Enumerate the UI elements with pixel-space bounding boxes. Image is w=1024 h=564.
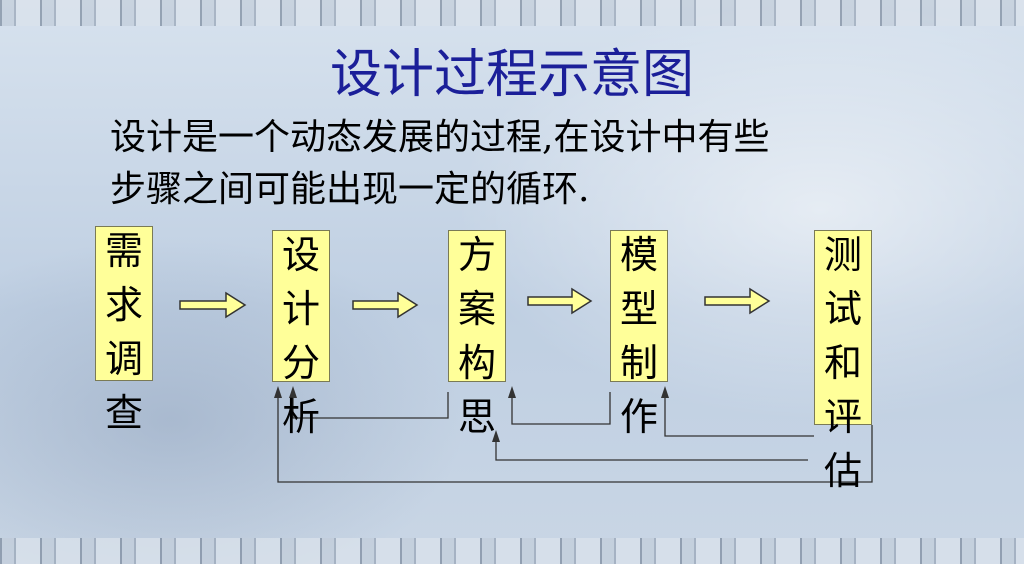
- step-box-test-evaluate: [814, 230, 872, 425]
- loop-model-to-concept: [511, 392, 611, 425]
- slide-paragraph: 设计是一个动态发展的过程,在设计中有些 步骤之间可能出现一定的循环.: [110, 112, 970, 216]
- top-decorative-band: [0, 0, 1024, 26]
- loop-arrowhead-concept-1: [508, 386, 516, 398]
- loop-arrowhead-analysis-2: [274, 386, 282, 398]
- step-label-test-evaluate: 测试和评估: [823, 233, 862, 493]
- step-box-requirements: [95, 226, 153, 381]
- bottom-decorative-band: [0, 538, 1024, 564]
- loop-concept-to-analysis: [292, 392, 449, 419]
- loop-test-to-concept: [495, 440, 808, 461]
- forward-arrow-3: [527, 287, 593, 315]
- step-box-design-analysis: [272, 230, 330, 382]
- loop-arrowhead-concept-2: [492, 430, 500, 442]
- step-label-model-making: 模型制作: [619, 233, 658, 439]
- paragraph-line-1: 设计是一个动态发展的过程,在设计中有些: [110, 117, 770, 158]
- forward-arrow-4: [704, 287, 771, 315]
- paragraph-line-2: 步骤之间可能出现一定的循环.: [110, 169, 590, 210]
- step-label-requirements: 需求调查: [104, 229, 143, 435]
- step-box-solution-concept: [448, 230, 506, 382]
- slide-title: 设计过程示意图: [329, 45, 694, 105]
- loop-test-to-analysis: [277, 396, 873, 483]
- step-label-solution-concept: 方案构思: [457, 233, 496, 439]
- forward-arrow-1: [179, 291, 247, 319]
- loop-test-to-model: [664, 396, 814, 437]
- forward-arrow-2: [352, 291, 419, 319]
- step-box-model-making: [610, 230, 668, 382]
- step-label-design-analysis: 设计分析: [281, 233, 320, 439]
- loop-arrowhead-model: [661, 386, 669, 398]
- loop-arrowhead-analysis-1: [289, 386, 297, 398]
